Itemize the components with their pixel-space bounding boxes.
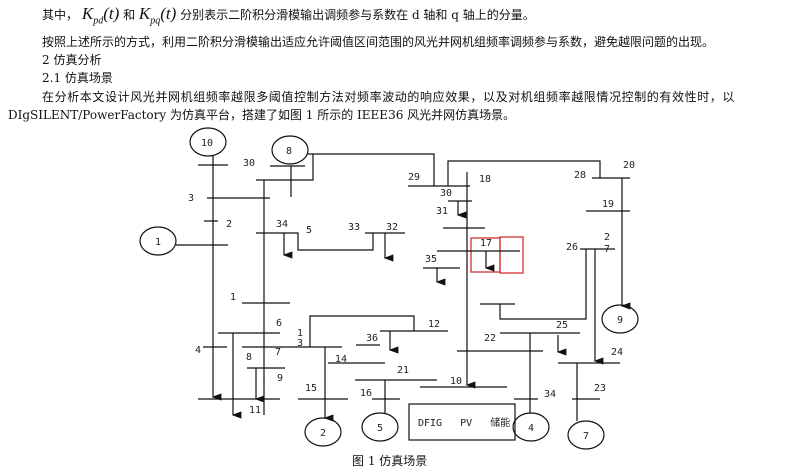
bus-label: 1	[230, 292, 236, 303]
bus-label: 26	[566, 242, 578, 253]
figure-caption: 图 1 仿真场景	[352, 454, 428, 468]
bus-label: 22	[484, 333, 496, 344]
dfig-pv-storage-box	[408, 403, 516, 441]
bus-label: 1	[297, 328, 303, 339]
bus-label: 23	[594, 383, 606, 394]
generator-1	[139, 226, 177, 256]
formula-kpd: Kpd(t)	[81, 4, 120, 27]
bus-label: 24	[611, 347, 623, 358]
gen-label: 4	[528, 423, 534, 434]
bus-label: 11	[249, 405, 261, 416]
bus-label: 12	[428, 319, 440, 330]
bus-label: 14	[335, 354, 347, 365]
bus-label: 16	[360, 388, 372, 399]
highlight-box	[499, 236, 524, 274]
text: 和	[123, 8, 136, 22]
generator-2	[304, 417, 342, 447]
generator-5	[361, 412, 399, 442]
text: 其中，	[42, 8, 79, 22]
paragraph-line-6: DIgSILENT/PowerFactory 为仿真平台，搭建了如图 1 所示的…	[8, 108, 516, 122]
bus-label: 30	[440, 188, 452, 199]
source-box-label: DFIG PV 储能	[418, 416, 510, 429]
bus-label: 30	[243, 158, 255, 169]
bus-label: 28	[574, 170, 586, 181]
gen-label: 10	[201, 138, 213, 149]
bus-label: 18	[479, 174, 491, 185]
bus-label: 17	[480, 238, 492, 249]
bus-label: 25	[556, 320, 568, 331]
bus-label: 6	[276, 318, 282, 329]
bus-label: 3	[188, 193, 194, 204]
bus-label: 4	[195, 345, 201, 356]
bus-label: 32	[386, 222, 398, 233]
bus-label: 10	[450, 376, 462, 387]
bus-label: 5	[306, 225, 312, 236]
subsection-heading: 2.1 仿真场景	[42, 71, 113, 85]
gen-label: 8	[286, 146, 292, 157]
generator-9	[601, 304, 639, 334]
bus-label: 34	[276, 219, 288, 230]
gen-label: 9	[617, 315, 623, 326]
bus-label: 2	[604, 232, 610, 243]
gen-label: 2	[320, 428, 326, 439]
paragraph-line-5: 在分析本文设计风光并网机组频率越限多阈值控制方法对频率波动的响应效果，以及对机组…	[42, 90, 736, 104]
section-heading: 2 仿真分析	[42, 53, 102, 67]
paragraph-line-2: 按照上述所示的方式，利用二阶积分滑模输出适应允许阈值区间范围的风光并网机组频率调…	[42, 35, 715, 49]
bus-label: 36	[366, 333, 378, 344]
generators	[139, 127, 639, 450]
bus-label: 21	[397, 365, 409, 376]
bus-label: 8	[246, 352, 252, 363]
bus-label: 29	[408, 172, 420, 183]
bus-label: 15	[305, 383, 317, 394]
lines	[176, 153, 631, 422]
bus-label: 3	[297, 338, 303, 349]
generator-10	[189, 127, 227, 157]
paragraph-line-1: 其中， Kpd(t) 和 Kpq(t) 分别表示二阶积分滑模输出调频参与系数在 …	[42, 4, 535, 26]
bus-label: 33	[348, 222, 360, 233]
gen-label: 5	[377, 423, 383, 434]
bus-label: 35	[425, 254, 437, 265]
generator-7	[567, 420, 605, 450]
generator-4	[512, 412, 550, 442]
bus-label: 34	[544, 389, 556, 400]
generator-8	[271, 135, 309, 165]
formula-kpq: Kpq(t)	[138, 4, 177, 27]
gen-label: 1	[155, 237, 161, 248]
bus-label: 7	[604, 244, 610, 255]
bus-label: 9	[277, 373, 283, 384]
bus-label: 2	[226, 219, 232, 230]
bus-label: 31	[436, 206, 448, 217]
bus-label: 7	[275, 347, 281, 358]
gen-label: 7	[583, 431, 589, 442]
bus-label: 19	[602, 199, 614, 210]
bus-label: 20	[623, 160, 635, 171]
text: 分别表示二阶积分滑模输出调频参与系数在 d 轴和 q 轴上的分量。	[180, 8, 535, 22]
